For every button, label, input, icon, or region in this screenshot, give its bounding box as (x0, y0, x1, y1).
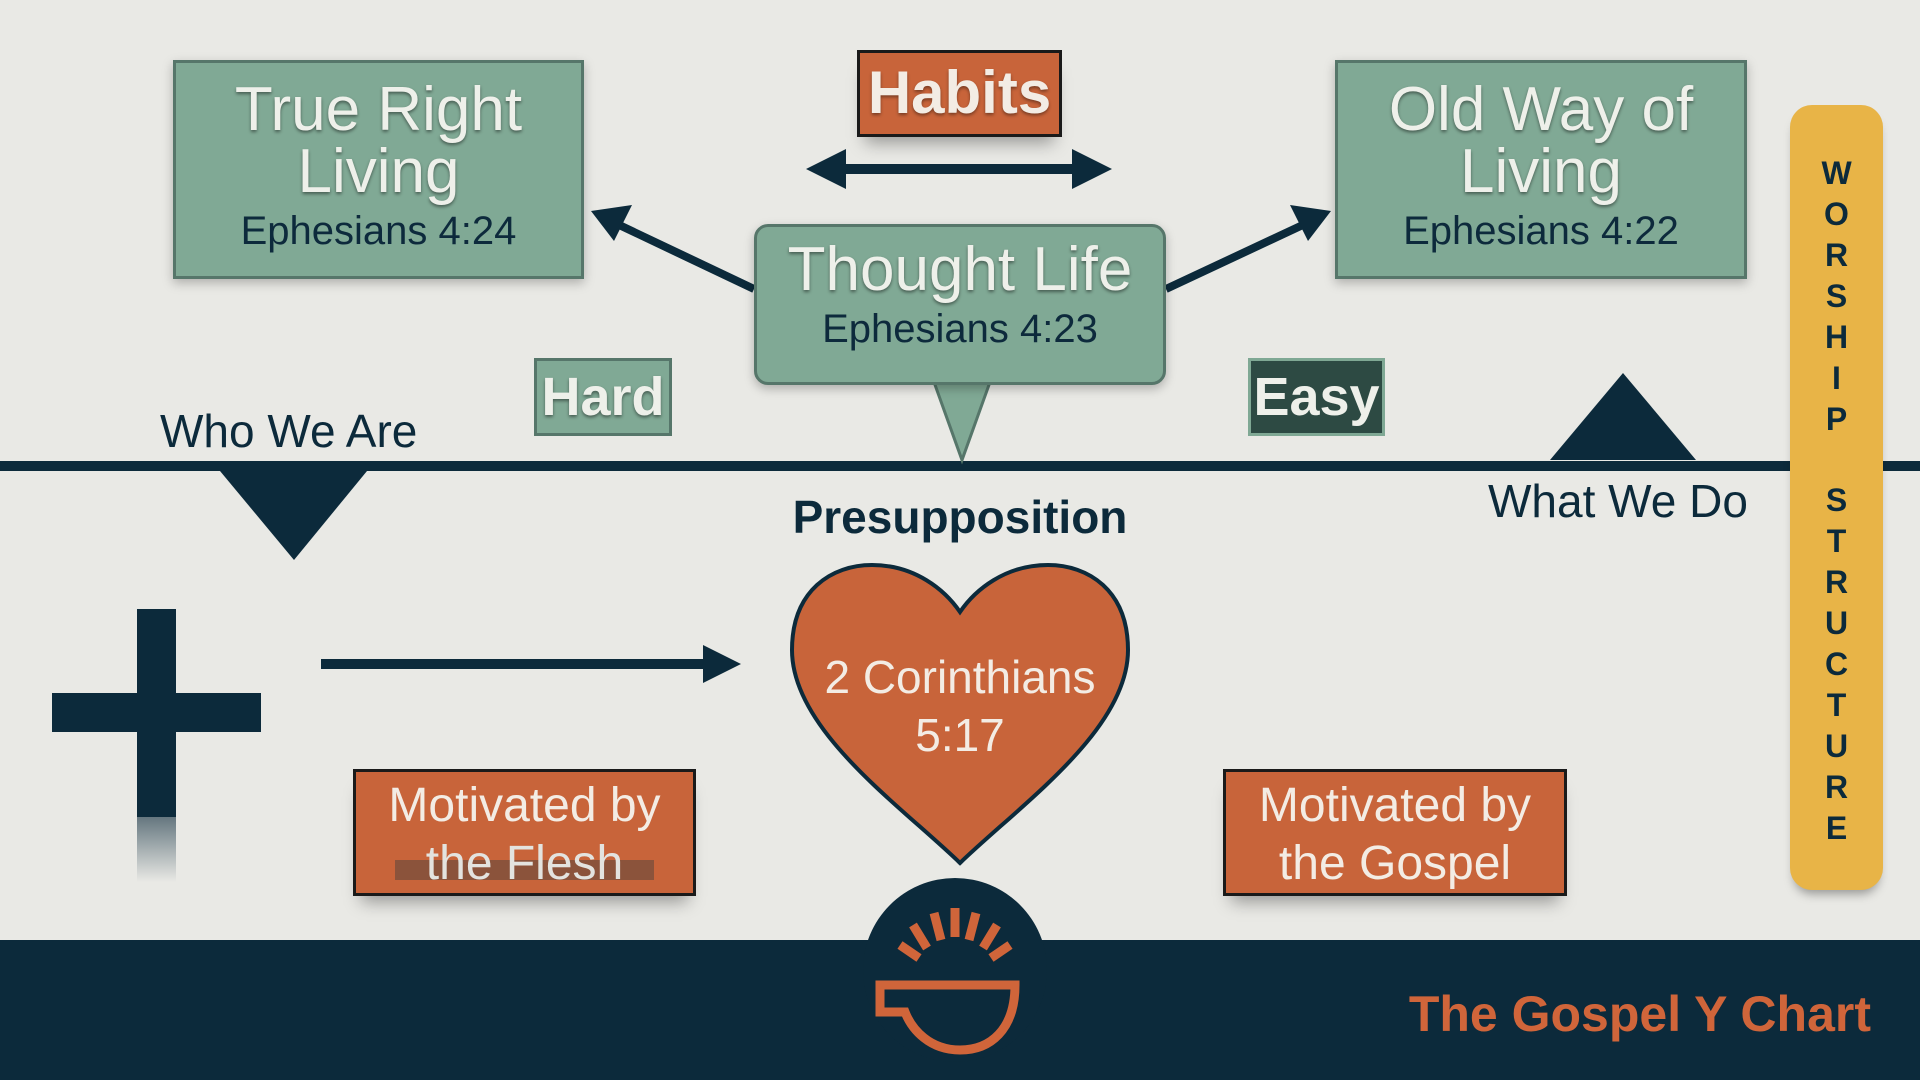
side-word-worship: WORSHIP (1821, 155, 1852, 437)
old-way-title: Old Way of Living (1388, 75, 1694, 206)
true-right-living-box: True Right Living Ephesians 4:24 (173, 60, 584, 279)
arrow-to-old-way-icon (1164, 205, 1331, 293)
up-triangle-icon (1550, 373, 1696, 460)
easy-label: Easy (1248, 358, 1385, 436)
gospel-line-1: Motivated by (1258, 779, 1532, 832)
heart-reference: 2 Corinthians 5:17 (790, 648, 1130, 764)
heart-icon (789, 562, 1131, 866)
double-arrow-icon (806, 149, 1112, 189)
worship-structure-pill: WORSHIP STRUCTURE (1790, 105, 1883, 890)
habits-label: Habits (857, 50, 1062, 137)
divider-line (0, 461, 1920, 471)
true-right-living-title: True Right Living (234, 75, 523, 206)
presupposition-label: Presupposition (792, 491, 1128, 543)
down-triangle-icon (220, 471, 367, 560)
cross-icon (52, 609, 261, 882)
thought-life-title: Thought Life (787, 235, 1133, 304)
motivated-by-gospel-box: Motivated by the Gospel (1223, 769, 1567, 896)
side-word-structure: STRUCTURE (1824, 482, 1849, 846)
heart-line-1: 2 Corinthians (824, 651, 1096, 703)
heart-line-2: 5:17 (915, 709, 1005, 761)
arrow-right-icon (321, 645, 741, 683)
who-we-are-label: Who We Are (160, 405, 418, 457)
hard-label: Hard (534, 358, 672, 436)
flesh-line-1: Motivated by (388, 779, 661, 832)
what-we-do-label: What We Do (1488, 475, 1748, 527)
gospel-line-2: the Gospel (1278, 837, 1512, 890)
old-way-box: Old Way of Living Ephesians 4:22 (1335, 60, 1747, 279)
logo-dome (863, 878, 1047, 1062)
flesh-line-2: the Flesh (356, 835, 693, 893)
footer-title: The Gospel Y Chart (1408, 986, 1871, 1042)
old-way-reference: Ephesians 4:22 (1403, 209, 1679, 253)
thought-life-box: Thought Life Ephesians 4:23 (754, 224, 1166, 385)
strikethrough-bar (395, 860, 654, 880)
motivated-by-flesh-box: Motivated by the Flesh (353, 769, 696, 896)
arrow-to-true-right-living-icon (591, 205, 756, 293)
thought-life-reference: Ephesians 4:23 (822, 307, 1098, 351)
coffee-cup-logo-icon (875, 908, 1020, 1055)
true-right-living-reference: Ephesians 4:24 (240, 209, 517, 253)
thought-pointer (931, 380, 993, 465)
